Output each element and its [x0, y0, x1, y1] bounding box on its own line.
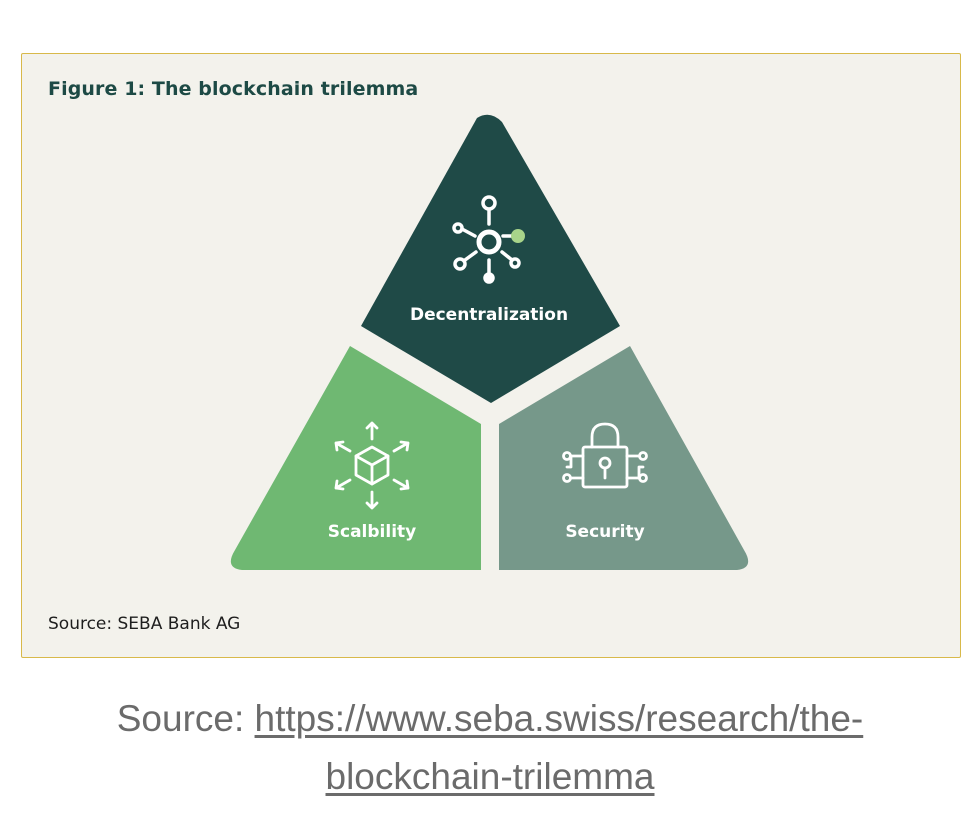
security-segment — [499, 346, 749, 570]
scalability-label: Scalbility — [328, 522, 416, 542]
figure-source: Source: SEBA Bank AG — [48, 614, 241, 634]
figure-title: Figure 1: The blockchain trilemma — [48, 78, 419, 100]
caption: Source: https://www.seba.swiss/research/… — [0, 690, 980, 806]
figure-card: Figure 1: The blockchain trilemma Decent… — [21, 53, 961, 658]
security-label: Security — [565, 522, 644, 542]
source-link-part1[interactable]: https://www.seba.swiss/research/the- — [254, 698, 864, 739]
source-link-part2[interactable]: blockchain-trilemma — [325, 756, 655, 797]
trilemma-diagram: Decentralization Scalbility Securi — [230, 114, 749, 570]
expanding-cube-icon — [334, 421, 410, 510]
caption-prefix: Source: — [116, 698, 255, 739]
accent-node-icon — [511, 229, 525, 243]
circuit-lock-icon — [562, 422, 648, 489]
decentralization-segment — [361, 114, 620, 404]
decentralization-label: Decentralization — [410, 305, 568, 325]
network-hub-icon — [452, 195, 525, 284]
